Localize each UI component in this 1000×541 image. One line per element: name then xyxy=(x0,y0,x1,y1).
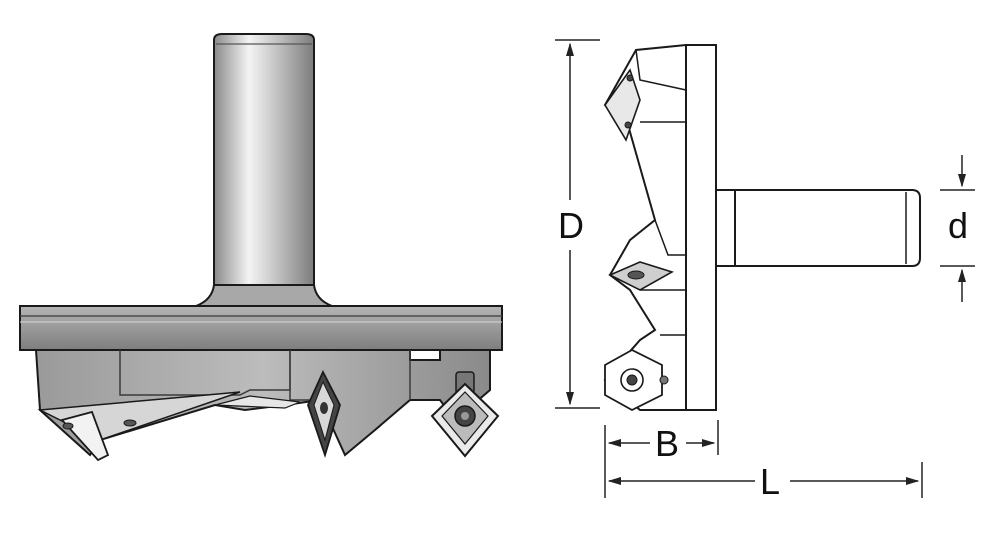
label-shank-diameter: d xyxy=(948,205,968,246)
label-overall-length: L xyxy=(760,461,780,502)
bit-3d-view xyxy=(19,33,503,462)
dimension-lines xyxy=(555,39,975,498)
label-diameter: D xyxy=(558,205,584,246)
insert-right xyxy=(430,371,500,458)
bit-side-view xyxy=(603,43,921,412)
side-plate xyxy=(685,44,717,411)
side-shank xyxy=(715,189,921,267)
shank xyxy=(195,33,333,307)
cutter-body xyxy=(34,349,491,457)
insert-center xyxy=(307,369,341,458)
label-cutting-width: B xyxy=(655,423,679,464)
cutter-plate xyxy=(19,305,503,351)
side-insert-top xyxy=(604,68,641,142)
insert-left xyxy=(60,410,137,462)
